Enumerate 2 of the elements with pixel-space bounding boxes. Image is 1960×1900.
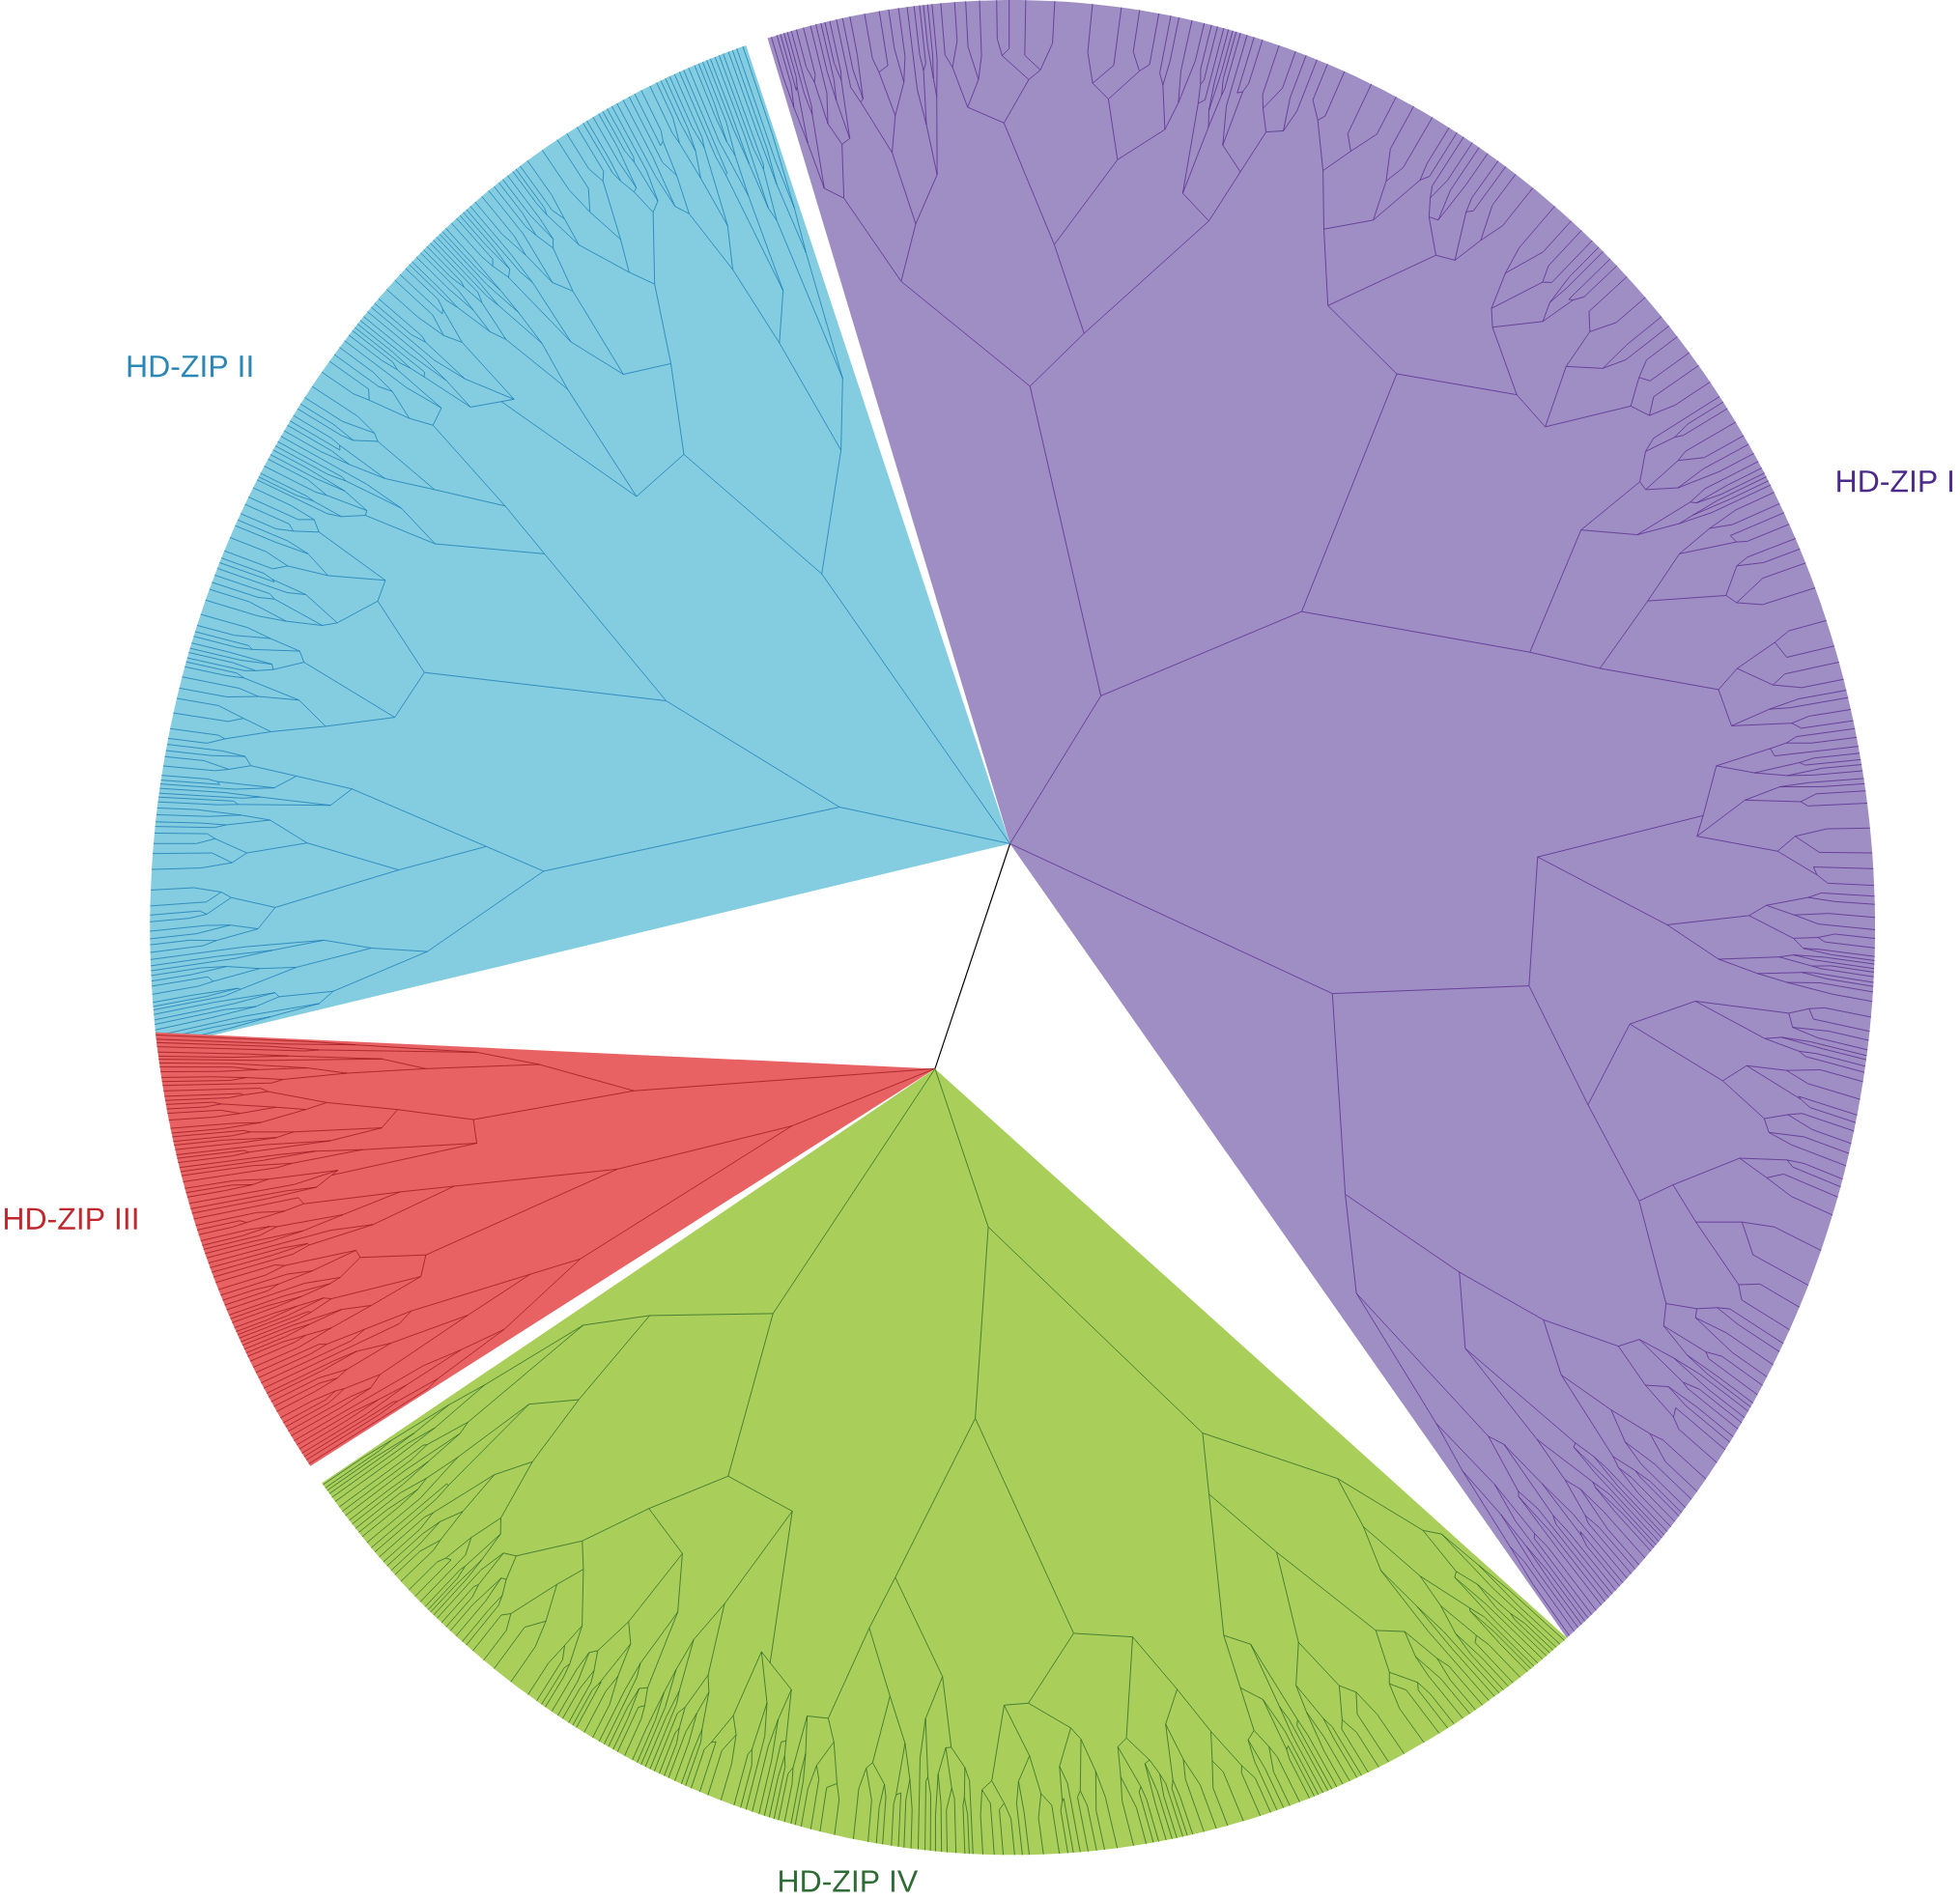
node-label: HD-ZIP III — [5, 1207, 137, 1230]
node-label: HD-ZIP IV — [780, 1870, 919, 1892]
